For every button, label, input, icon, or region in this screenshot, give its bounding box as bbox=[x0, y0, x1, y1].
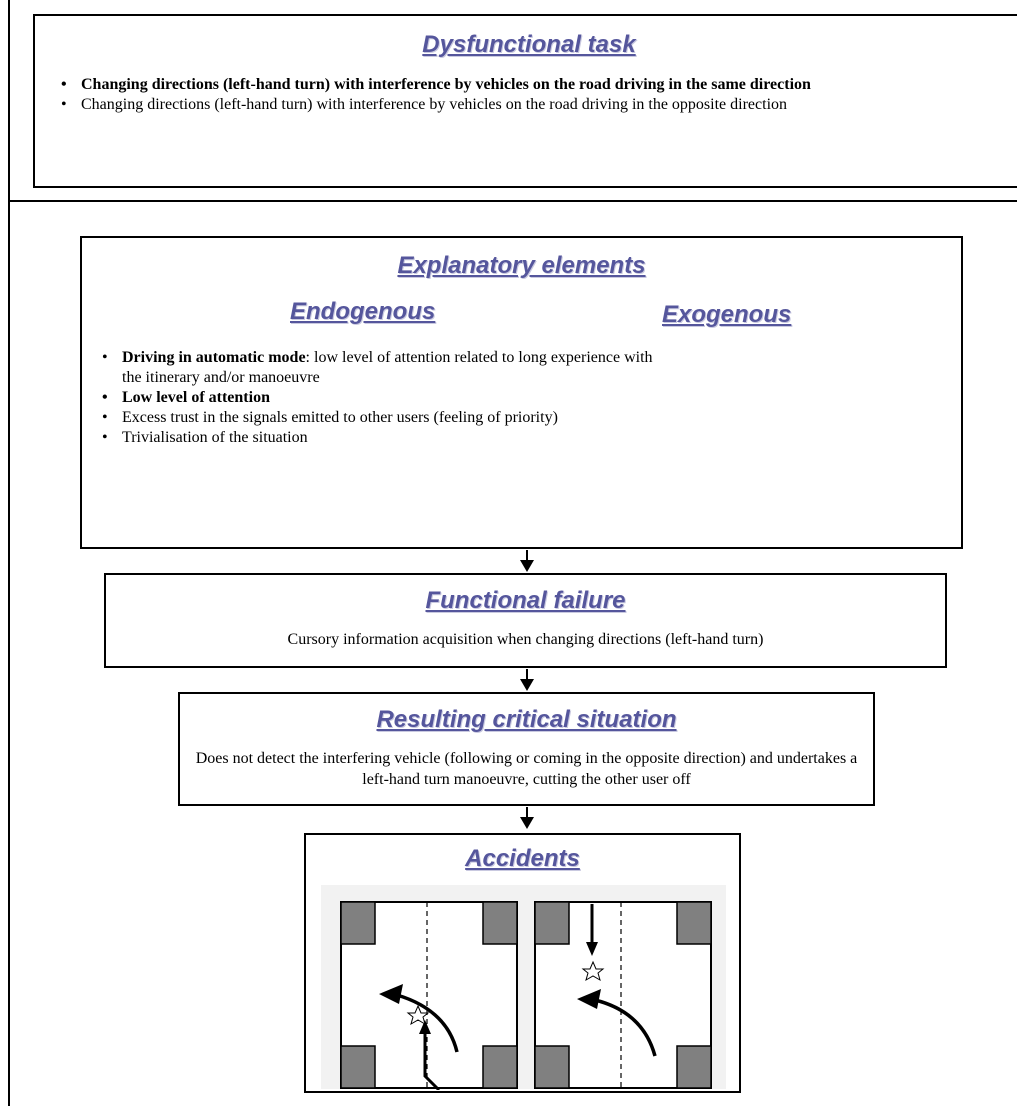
endogenous-item: Trivialisation of the situation bbox=[102, 428, 662, 448]
dysfunctional-task-box: Dysfunctional task Changing directions (… bbox=[33, 14, 1017, 188]
accidents-title: Accidents bbox=[465, 845, 580, 872]
following-vehicle-path bbox=[423, 1032, 441, 1090]
dysfunctional-task-list: Changing directions (left-hand turn) wit… bbox=[35, 75, 1017, 115]
collision-star-icon bbox=[581, 960, 605, 982]
building-block bbox=[676, 901, 712, 945]
turning-vehicle-arrowhead bbox=[577, 989, 601, 1009]
frame-divider-line bbox=[8, 200, 1017, 202]
endogenous-item-rest: : low level of attention related to long… bbox=[122, 349, 653, 386]
turning-vehicle-path bbox=[396, 993, 459, 1053]
building-block bbox=[676, 1045, 712, 1089]
building-block bbox=[340, 1045, 376, 1089]
building-block bbox=[340, 901, 376, 945]
functional-failure-text: Cursory information acquisition when cha… bbox=[287, 631, 764, 648]
endogenous-title: Endogenous bbox=[290, 298, 436, 325]
flow-arrow bbox=[520, 807, 534, 829]
functional-failure-title: Functional failure bbox=[425, 587, 626, 614]
functional-failure-box: Functional failure Cursory information a… bbox=[104, 573, 947, 668]
building-block bbox=[534, 901, 570, 945]
endogenous-item: Excess trust in the signals emitted to o… bbox=[102, 408, 662, 428]
frame-left-line bbox=[8, 0, 10, 1106]
turning-vehicle-path bbox=[594, 998, 657, 1057]
dysfunctional-task-title: Dysfunctional task bbox=[422, 31, 636, 58]
following-vehicle-arrowhead bbox=[419, 1020, 431, 1034]
accident-diagram-opposite-direction bbox=[534, 901, 712, 1089]
endogenous-item-bold: Driving in automatic mode bbox=[122, 349, 306, 366]
critical-situation-title: Resulting critical situation bbox=[376, 706, 677, 733]
accidents-box: Accidents bbox=[304, 833, 741, 1093]
flow-arrow bbox=[520, 669, 534, 691]
explanatory-elements-title: Explanatory elements bbox=[397, 252, 646, 279]
building-block bbox=[534, 1045, 570, 1089]
dysfunctional-task-item: Changing directions (left-hand turn) wit… bbox=[61, 75, 983, 95]
critical-situation-text: Does not detect the interfering vehicle … bbox=[195, 750, 858, 788]
flow-arrow bbox=[520, 550, 534, 572]
exogenous-title: Exogenous bbox=[662, 301, 792, 328]
turning-vehicle-arrowhead bbox=[379, 984, 403, 1004]
endogenous-list: Driving in automatic mode: low level of … bbox=[102, 348, 662, 448]
explanatory-elements-box: Explanatory elements Endogenous Exogenou… bbox=[80, 236, 963, 549]
critical-situation-box: Resulting critical situation Does not de… bbox=[178, 692, 875, 806]
oncoming-vehicle-arrowhead bbox=[586, 942, 598, 956]
dysfunctional-task-item: Changing directions (left-hand turn) wit… bbox=[61, 95, 983, 115]
endogenous-item: Low level of attention bbox=[102, 388, 662, 408]
building-block bbox=[482, 901, 518, 945]
collision-star-icon bbox=[406, 1004, 430, 1026]
endogenous-item: Driving in automatic mode: low level of … bbox=[102, 348, 662, 388]
building-block bbox=[482, 1045, 518, 1089]
accident-diagram-same-direction bbox=[340, 901, 518, 1090]
